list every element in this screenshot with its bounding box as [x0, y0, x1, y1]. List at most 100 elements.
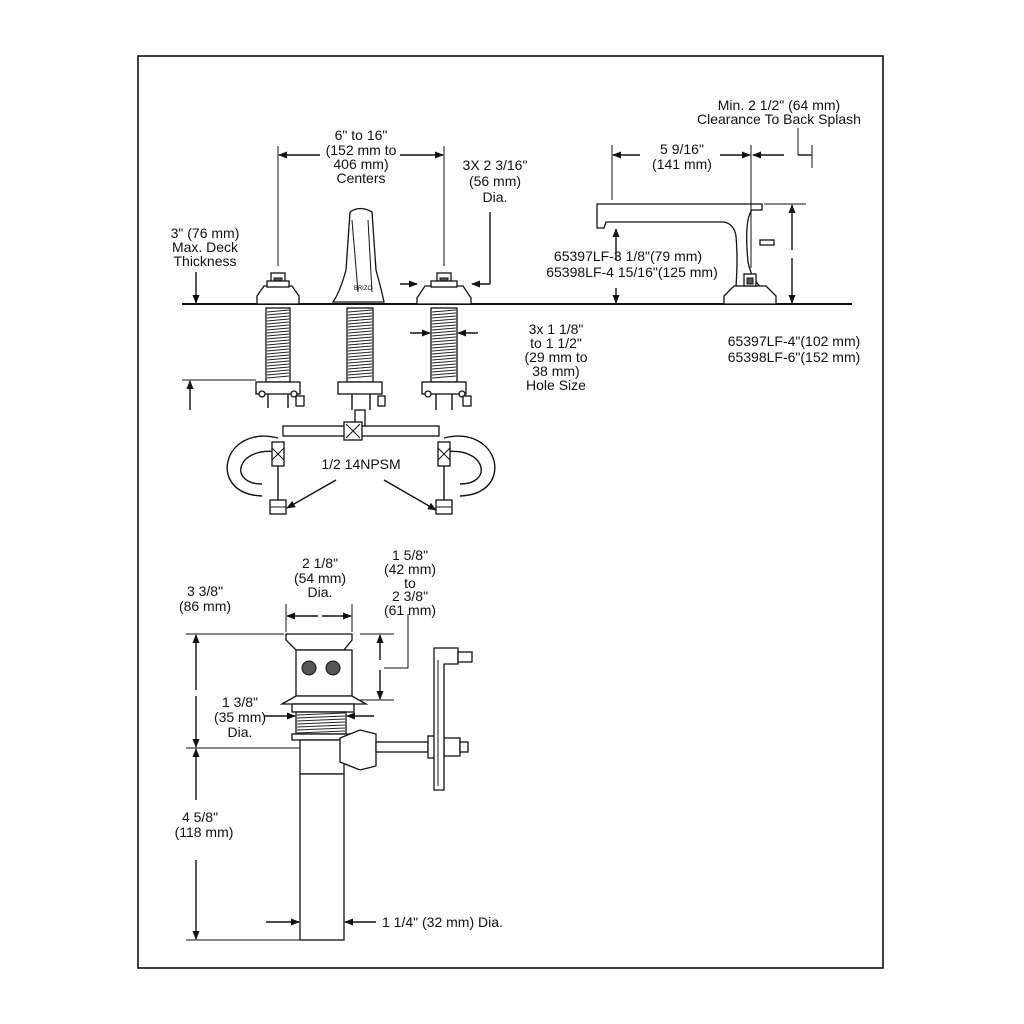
centers-dim-line-2: (152 mm to: [326, 142, 397, 158]
deck-dim-line-3: Thickness: [173, 253, 236, 269]
thread-line: [266, 327, 290, 331]
thread-line: [347, 372, 373, 376]
thread-line: [266, 375, 290, 379]
thread-line: [431, 339, 457, 343]
thread-line: [347, 360, 373, 364]
spout-reach-line-1: 5 9/16": [660, 141, 704, 157]
thread-line: [266, 342, 290, 346]
drain-top-line-1: 3 3/8": [187, 583, 223, 599]
thread-line: [431, 327, 457, 331]
thread-line: [266, 351, 290, 355]
thread-line: [431, 342, 457, 346]
thread-line: [266, 372, 290, 376]
thread-line: [431, 315, 457, 319]
drain-range-line-3: to: [404, 575, 416, 591]
thread-line: [347, 312, 373, 316]
hole-size-line-5: Hole Size: [526, 377, 586, 393]
thread-line: [347, 315, 373, 319]
deck-dim-line-2: Max. Deck: [172, 239, 239, 255]
centers-dim-line-3: 406 mm): [333, 156, 388, 172]
thread-line: [266, 345, 290, 349]
thread-line: [266, 321, 290, 325]
drain-tail-line-1: 4 5/8": [182, 809, 218, 825]
drain-range-line-1: 1 5/8": [392, 547, 428, 563]
thread-line: [347, 366, 373, 370]
thread-line: [431, 360, 457, 364]
thread-line: [266, 357, 290, 361]
thread-line: [266, 336, 290, 340]
thread-line: [431, 324, 457, 328]
tailpiece-label: 1 1/4" (32 mm) Dia.: [382, 914, 503, 930]
hole-size-line-1: 3x 1 1/8": [529, 321, 584, 337]
thread-line: [347, 327, 373, 331]
thread-line: [266, 348, 290, 352]
thread-line: [431, 357, 457, 361]
thread-line: [266, 312, 290, 316]
thread-line: [266, 339, 290, 343]
drain-range-line-2: (42 mm): [384, 561, 436, 577]
drain-body-line-1: 1 3/8": [222, 694, 258, 710]
thread-line: [296, 724, 346, 728]
thread-line: [266, 360, 290, 364]
thread-line: [266, 366, 290, 370]
thread-line: [347, 345, 373, 349]
thread-line: [347, 333, 373, 337]
thread-line: [431, 321, 457, 325]
hole-size-line-4: 38 mm): [532, 363, 579, 379]
handle-dia-line-3: Dia.: [483, 189, 508, 205]
drain-range-line-5: (61 mm): [384, 602, 436, 618]
thread-line: [347, 318, 373, 322]
thread-line: [266, 369, 290, 373]
centers-dim-line-4: Centers: [336, 170, 385, 186]
spout-total-line-1: 65397LF-4"(102 mm): [728, 333, 861, 349]
thread-line: [347, 357, 373, 361]
handle-dia-line-1: 3X 2 3/16": [463, 157, 528, 173]
thread-line: [266, 363, 290, 367]
backsplash-line-2: Clearance To Back Splash: [697, 111, 861, 127]
npsm-label: 1/2 14NPSM: [321, 456, 400, 472]
thread-line: [431, 309, 457, 313]
spout-reach-line-2: (141 mm): [652, 156, 712, 172]
spout-height-line-2: 65398LF-4 15/16"(125 mm): [546, 264, 718, 280]
brand-logo-text: BRIZO: [354, 286, 373, 292]
thread-line: [347, 342, 373, 346]
thread-line: [347, 330, 373, 334]
deck-dim-line-1: 3" (76 mm): [171, 225, 240, 241]
thread-line: [296, 715, 346, 719]
backsplash-line-1: Min. 2 1/2" (64 mm): [718, 97, 840, 113]
thread-line: [296, 721, 346, 725]
thread-line: [431, 375, 457, 379]
thread-line: [296, 718, 346, 722]
thread-line: [347, 336, 373, 340]
drain-assembly: 2 1/8" (54 mm) Dia. 1 5/8" (42 mm) to 2 …: [175, 547, 503, 941]
left-valve: [255, 272, 305, 408]
spout-height-line-1: 65397LF-3 1/8"(79 mm): [554, 248, 702, 264]
thread-line: [431, 366, 457, 370]
thread-line: [296, 730, 346, 734]
thread-line: [431, 330, 457, 334]
drain-cap-line-3: Dia.: [308, 584, 333, 600]
thread-line: [347, 351, 373, 355]
drain-range-line-4: 2 3/8": [392, 588, 428, 604]
thread-line: [431, 372, 457, 376]
thread-line: [347, 339, 373, 343]
thread-line: [296, 712, 346, 716]
thread-line: [347, 363, 373, 367]
drain-body-line-2: (35 mm): [214, 709, 266, 725]
thread-line: [347, 324, 373, 328]
thread-line: [431, 318, 457, 322]
thread-line: [296, 727, 346, 731]
thread-line: [431, 312, 457, 316]
handle-dia-line-2: (56 mm): [469, 173, 521, 189]
centers-dim-line-1: 6" to 16": [335, 127, 388, 143]
thread-line: [266, 354, 290, 358]
hole-size-line-2: to 1 1/2": [530, 335, 582, 351]
thread-line: [266, 330, 290, 334]
thread-line: [431, 351, 457, 355]
drawing-frame: [137, 55, 884, 969]
center-spout: BRIZO: [331, 207, 386, 427]
thread-line: [347, 321, 373, 325]
thread-line: [266, 324, 290, 328]
thread-line: [347, 369, 373, 373]
thread-line: [431, 354, 457, 358]
